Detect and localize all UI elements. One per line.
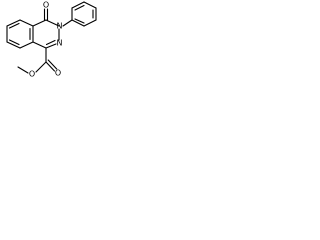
atom-ester-ether-o: O bbox=[29, 70, 35, 79]
bond-phenyl-double-1 bbox=[74, 4, 85, 11]
bond-c4-n3 bbox=[45, 19, 60, 27]
bond-benzo-double-2 bbox=[8, 39, 20, 46]
bond-ester-c-ether-o bbox=[35, 61, 47, 73]
bond-benzo-4 bbox=[6, 41, 21, 49]
bond-benzo-6 bbox=[6, 19, 21, 27]
methyl-ester-group bbox=[17, 47, 58, 74]
bond-ester-c-carbonyl-o-2 bbox=[47, 59, 58, 70]
bond-phenyl-2 bbox=[71, 1, 85, 9]
benzo-ring bbox=[6, 19, 34, 49]
bond-benzo-double-3 bbox=[8, 22, 20, 29]
atom-n2: N bbox=[57, 39, 63, 48]
oxo-group bbox=[43, 8, 49, 21]
atom-labels: O N N O O bbox=[29, 1, 63, 79]
atom-ester-carbonyl-o: O bbox=[55, 69, 61, 78]
bond-benzo-3 bbox=[19, 41, 34, 49]
bond-n2-c1 bbox=[45, 43, 57, 49]
phthalazinone-ester-structure: O N N O O bbox=[6, 1, 97, 79]
bond-n3-phenyl bbox=[62, 19, 73, 27]
atom-oxo-o: O bbox=[43, 1, 49, 10]
atom-n3: N bbox=[57, 22, 63, 31]
bond-n2-c1-double bbox=[45, 39, 56, 46]
bond-ester-c-carbonyl-o-1 bbox=[45, 61, 56, 72]
bond-phenyl-double-3 bbox=[74, 18, 85, 24]
bond-ether-o-methyl bbox=[17, 66, 29, 74]
bond-c1-c8a bbox=[32, 41, 47, 49]
bond-phenyl-5 bbox=[83, 19, 97, 27]
bond-phenyl-6 bbox=[71, 19, 85, 27]
bond-c4-c4a bbox=[32, 19, 47, 27]
phenyl-ring bbox=[62, 1, 97, 27]
bond-phenyl-3 bbox=[83, 1, 97, 9]
pyridazinone-ring bbox=[32, 19, 60, 49]
bond-benzo-1 bbox=[19, 19, 34, 27]
